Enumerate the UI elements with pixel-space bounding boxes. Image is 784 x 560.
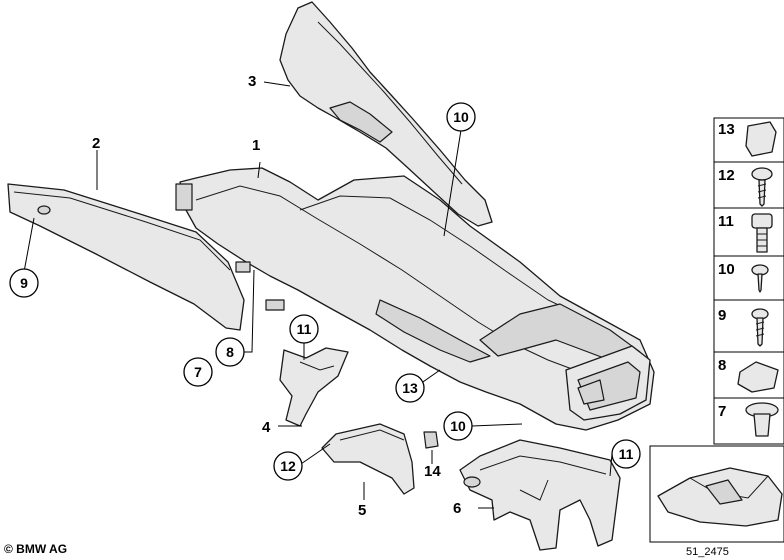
- callout-11-upper: 11: [289, 314, 319, 344]
- callout-7-text: 7: [194, 364, 202, 380]
- callout-13: 13: [395, 373, 425, 403]
- part-3-side-trim: [279, 1, 493, 227]
- speed-nut-icon: [737, 361, 779, 393]
- expanding-rivet-icon: [745, 402, 779, 437]
- callout-11-lower-text: 11: [619, 446, 634, 462]
- callout-10-upper-text: 10: [453, 109, 469, 125]
- part-14-clip: [423, 431, 439, 449]
- callout-7: 7: [183, 357, 213, 387]
- small-screw-icon: [751, 264, 769, 293]
- vehicle-locator-thumbnail: [649, 445, 784, 543]
- legend-num-9: 9: [718, 307, 726, 324]
- callout-11-upper-text: 11: [297, 321, 312, 337]
- callout-13-text: 13: [402, 380, 418, 396]
- clip-icon: [745, 121, 777, 157]
- part-4-bracket: [279, 347, 349, 427]
- callout-9-text: 9: [20, 275, 28, 291]
- screw-icon: [751, 308, 769, 347]
- label-14: 14: [424, 463, 441, 480]
- callout-10-lower: 10: [443, 411, 473, 441]
- callout-8-text: 8: [226, 344, 234, 360]
- label-6: 6: [453, 500, 461, 517]
- self-tapping-screw-icon: [751, 167, 773, 207]
- part-6-support-frame: [459, 439, 621, 551]
- callout-8: 8: [215, 337, 245, 367]
- legend-num-10: 10: [718, 261, 735, 278]
- callout-11-lower: 11: [611, 439, 641, 469]
- label-1: 1: [252, 137, 260, 154]
- legend-num-13: 13: [718, 121, 735, 138]
- fastener-legend: 13 12 11 10 9 8 7: [713, 117, 784, 445]
- legend-box-12: [713, 161, 784, 209]
- legend-box-9: [713, 299, 784, 353]
- label-3: 3: [248, 73, 256, 90]
- legend-num-12: 12: [718, 167, 735, 184]
- bolt-icon: [751, 213, 773, 253]
- legend-num-7: 7: [718, 403, 726, 420]
- part-5-lower-bracket: [321, 423, 415, 495]
- callout-12: 12: [273, 451, 303, 481]
- part-2-left-panel: [7, 183, 245, 331]
- label-5: 5: [358, 502, 366, 519]
- label-2: 2: [92, 135, 100, 152]
- callout-12-text: 12: [280, 458, 296, 474]
- callout-9: 9: [9, 268, 39, 298]
- legend-num-8: 8: [718, 357, 726, 374]
- drawing-number: 51_2475: [686, 546, 729, 558]
- legend-box-10: [713, 255, 784, 301]
- legend-num-11: 11: [718, 213, 734, 230]
- label-4: 4: [262, 419, 271, 436]
- callout-10-upper: 10: [446, 102, 476, 132]
- copyright-text: © BMW AG: [4, 542, 67, 556]
- part-1-center-console: [175, 167, 655, 431]
- callout-10-lower-text: 10: [450, 418, 466, 434]
